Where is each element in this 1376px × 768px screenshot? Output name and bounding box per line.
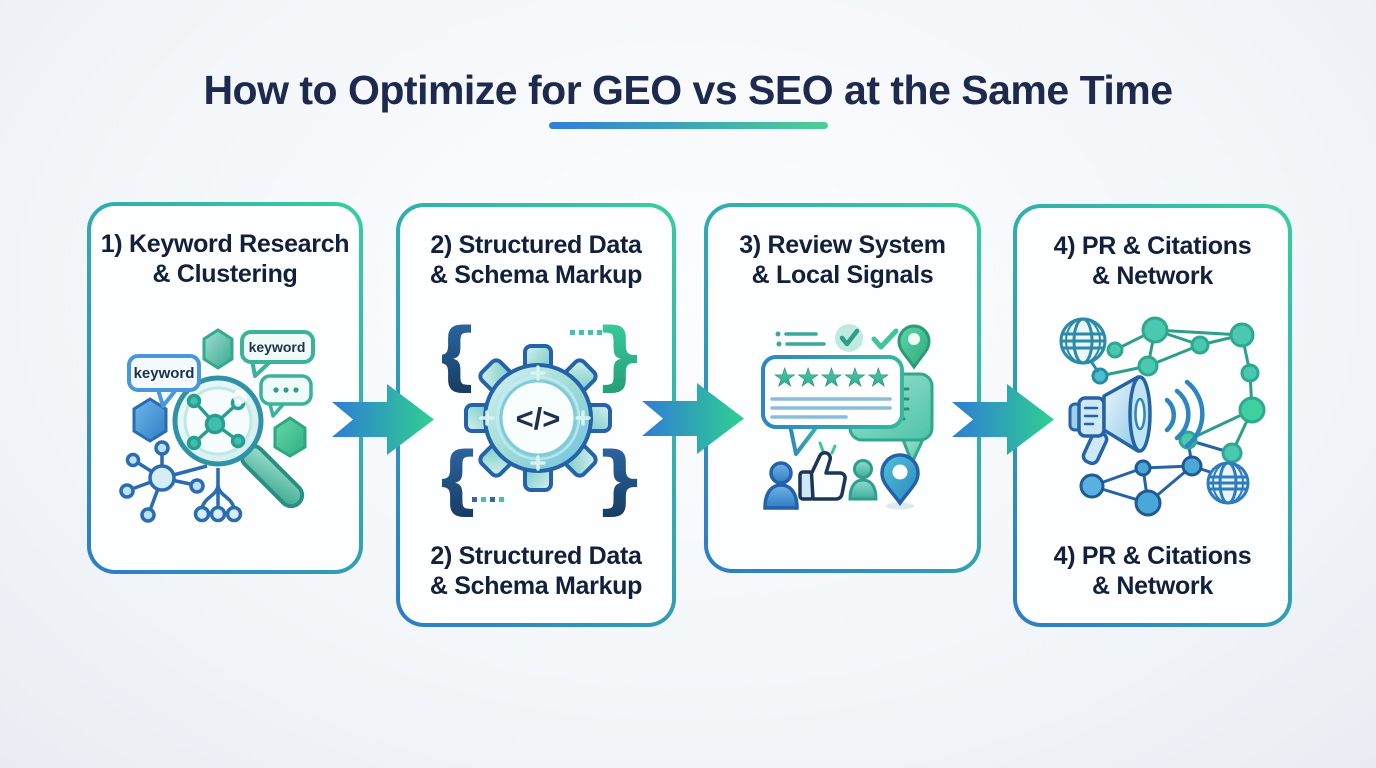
dotted-marks-top-right <box>570 330 602 335</box>
step-4-title: 4) PR & Citations & Network <box>1017 208 1288 291</box>
network-graph-top <box>1091 316 1266 454</box>
pr-network-illustration <box>1059 316 1266 517</box>
review-text-lines <box>770 397 892 419</box>
check-circle-icon <box>835 324 863 352</box>
star-rating: ★★★★★ <box>773 363 890 392</box>
step-card-3-review-system: 3) Review System & Local Signals <box>704 203 981 573</box>
reviews-local-illustration: ★★★★★ <box>761 324 934 510</box>
keyword-bubble-left: keyword <box>127 354 201 408</box>
list-lines-icon <box>775 331 826 347</box>
step-1-title: 1) Keyword Research & Clustering <box>91 206 359 289</box>
step-1-title-line1: 1) Keyword Research <box>100 230 350 258</box>
step-2-footer-line2: & Schema Markup <box>429 571 643 600</box>
step-3-title: 3) Review System & Local Signals <box>708 207 977 290</box>
checkmark-icon <box>871 328 899 350</box>
flow-arrow-2 <box>642 383 744 454</box>
hexagon-icon-top <box>202 328 234 370</box>
step-2-title-line1: 2) Structured Data <box>430 231 642 259</box>
step-card-1-keyword-research: 1) Keyword Research & Clustering <box>87 202 363 574</box>
step-card-4-body: 4) PR & Citations & Network <box>1017 208 1288 623</box>
location-pin-icon-top <box>897 324 931 370</box>
keyword-research-illustration: keyword keyword <box>119 328 315 523</box>
dotted-marks-bottom-left <box>472 497 504 502</box>
sound-waves-icon <box>1164 379 1205 449</box>
step-2-footer-line1: 2) Structured Data <box>430 542 642 570</box>
keyword-bubble-right: keyword <box>240 330 315 378</box>
step-3-title-line2: & Local Signals <box>751 260 934 289</box>
hexagon-icon-left <box>132 397 168 443</box>
location-pin-icon-bottom <box>880 453 920 510</box>
ellipsis-bubble <box>259 374 313 418</box>
person-icon-teal <box>848 459 878 501</box>
globe-icon-top <box>1059 317 1107 373</box>
hexagon-icon-right <box>273 416 307 458</box>
tree-icon <box>193 468 243 523</box>
code-glyph: </> <box>516 401 561 436</box>
globe-icon-bottom <box>1206 461 1250 505</box>
step-card-2-body: 2) Structured Data & Schema Markup { } {… <box>400 207 672 623</box>
step-4-footer-line2: & Network <box>1092 571 1213 600</box>
step-1-title-line2: & Clustering <box>152 259 298 288</box>
step-card-3-body: 3) Review System & Local Signals <box>708 207 977 569</box>
gear-icon: </> <box>464 344 612 492</box>
step-2-footer: 2) Structured Data & Schema Markup <box>400 542 672 601</box>
step-card-2-structured-data: 2) Structured Data & Schema Markup { } {… <box>396 203 676 627</box>
page-title-text: How to Optimize for GEO vs SEO at the Sa… <box>203 67 1173 113</box>
schema-gear-illustration: { } { } <box>442 319 638 519</box>
step-4-title-line1: 4) PR & Citations <box>1053 232 1252 260</box>
brace-bottom-right: } <box>594 437 638 519</box>
review-bubble-icon: ★★★★★ <box>761 355 904 456</box>
step-card-4-pr-citations: 4) PR & Citations & Network <box>1013 204 1292 627</box>
network-graph-bottom <box>1079 430 1243 517</box>
magnifier-icon <box>172 375 264 467</box>
brace-bottom-left: { <box>442 437 482 519</box>
step-2-title-line2: & Schema Markup <box>429 260 643 289</box>
megaphone-icon <box>1068 375 1205 466</box>
step-3-title-line1: 3) Review System <box>739 231 946 259</box>
step-card-1-body: 1) Keyword Research & Clustering <box>91 206 359 570</box>
cluster-node-icon <box>119 440 208 523</box>
step-4-footer-line1: 4) PR & Citations <box>1053 542 1252 570</box>
step-4-title-line2: & Network <box>1092 261 1213 290</box>
flow-arrow-1 <box>332 384 434 455</box>
step-4-footer: 4) PR & Citations & Network <box>1017 542 1288 601</box>
title-underline <box>549 122 828 129</box>
keyword-bubble-left-label: keyword <box>134 365 195 382</box>
flow-arrow-3 <box>952 384 1054 455</box>
page-title: How to Optimize for GEO vs SEO at the Sa… <box>0 70 1376 111</box>
brace-top-left: { <box>442 319 480 399</box>
person-icon-blue <box>763 461 799 510</box>
step-2-title: 2) Structured Data & Schema Markup <box>400 207 672 290</box>
keyword-bubble-right-label: keyword <box>249 339 306 355</box>
thumbs-up-icon <box>798 441 847 501</box>
